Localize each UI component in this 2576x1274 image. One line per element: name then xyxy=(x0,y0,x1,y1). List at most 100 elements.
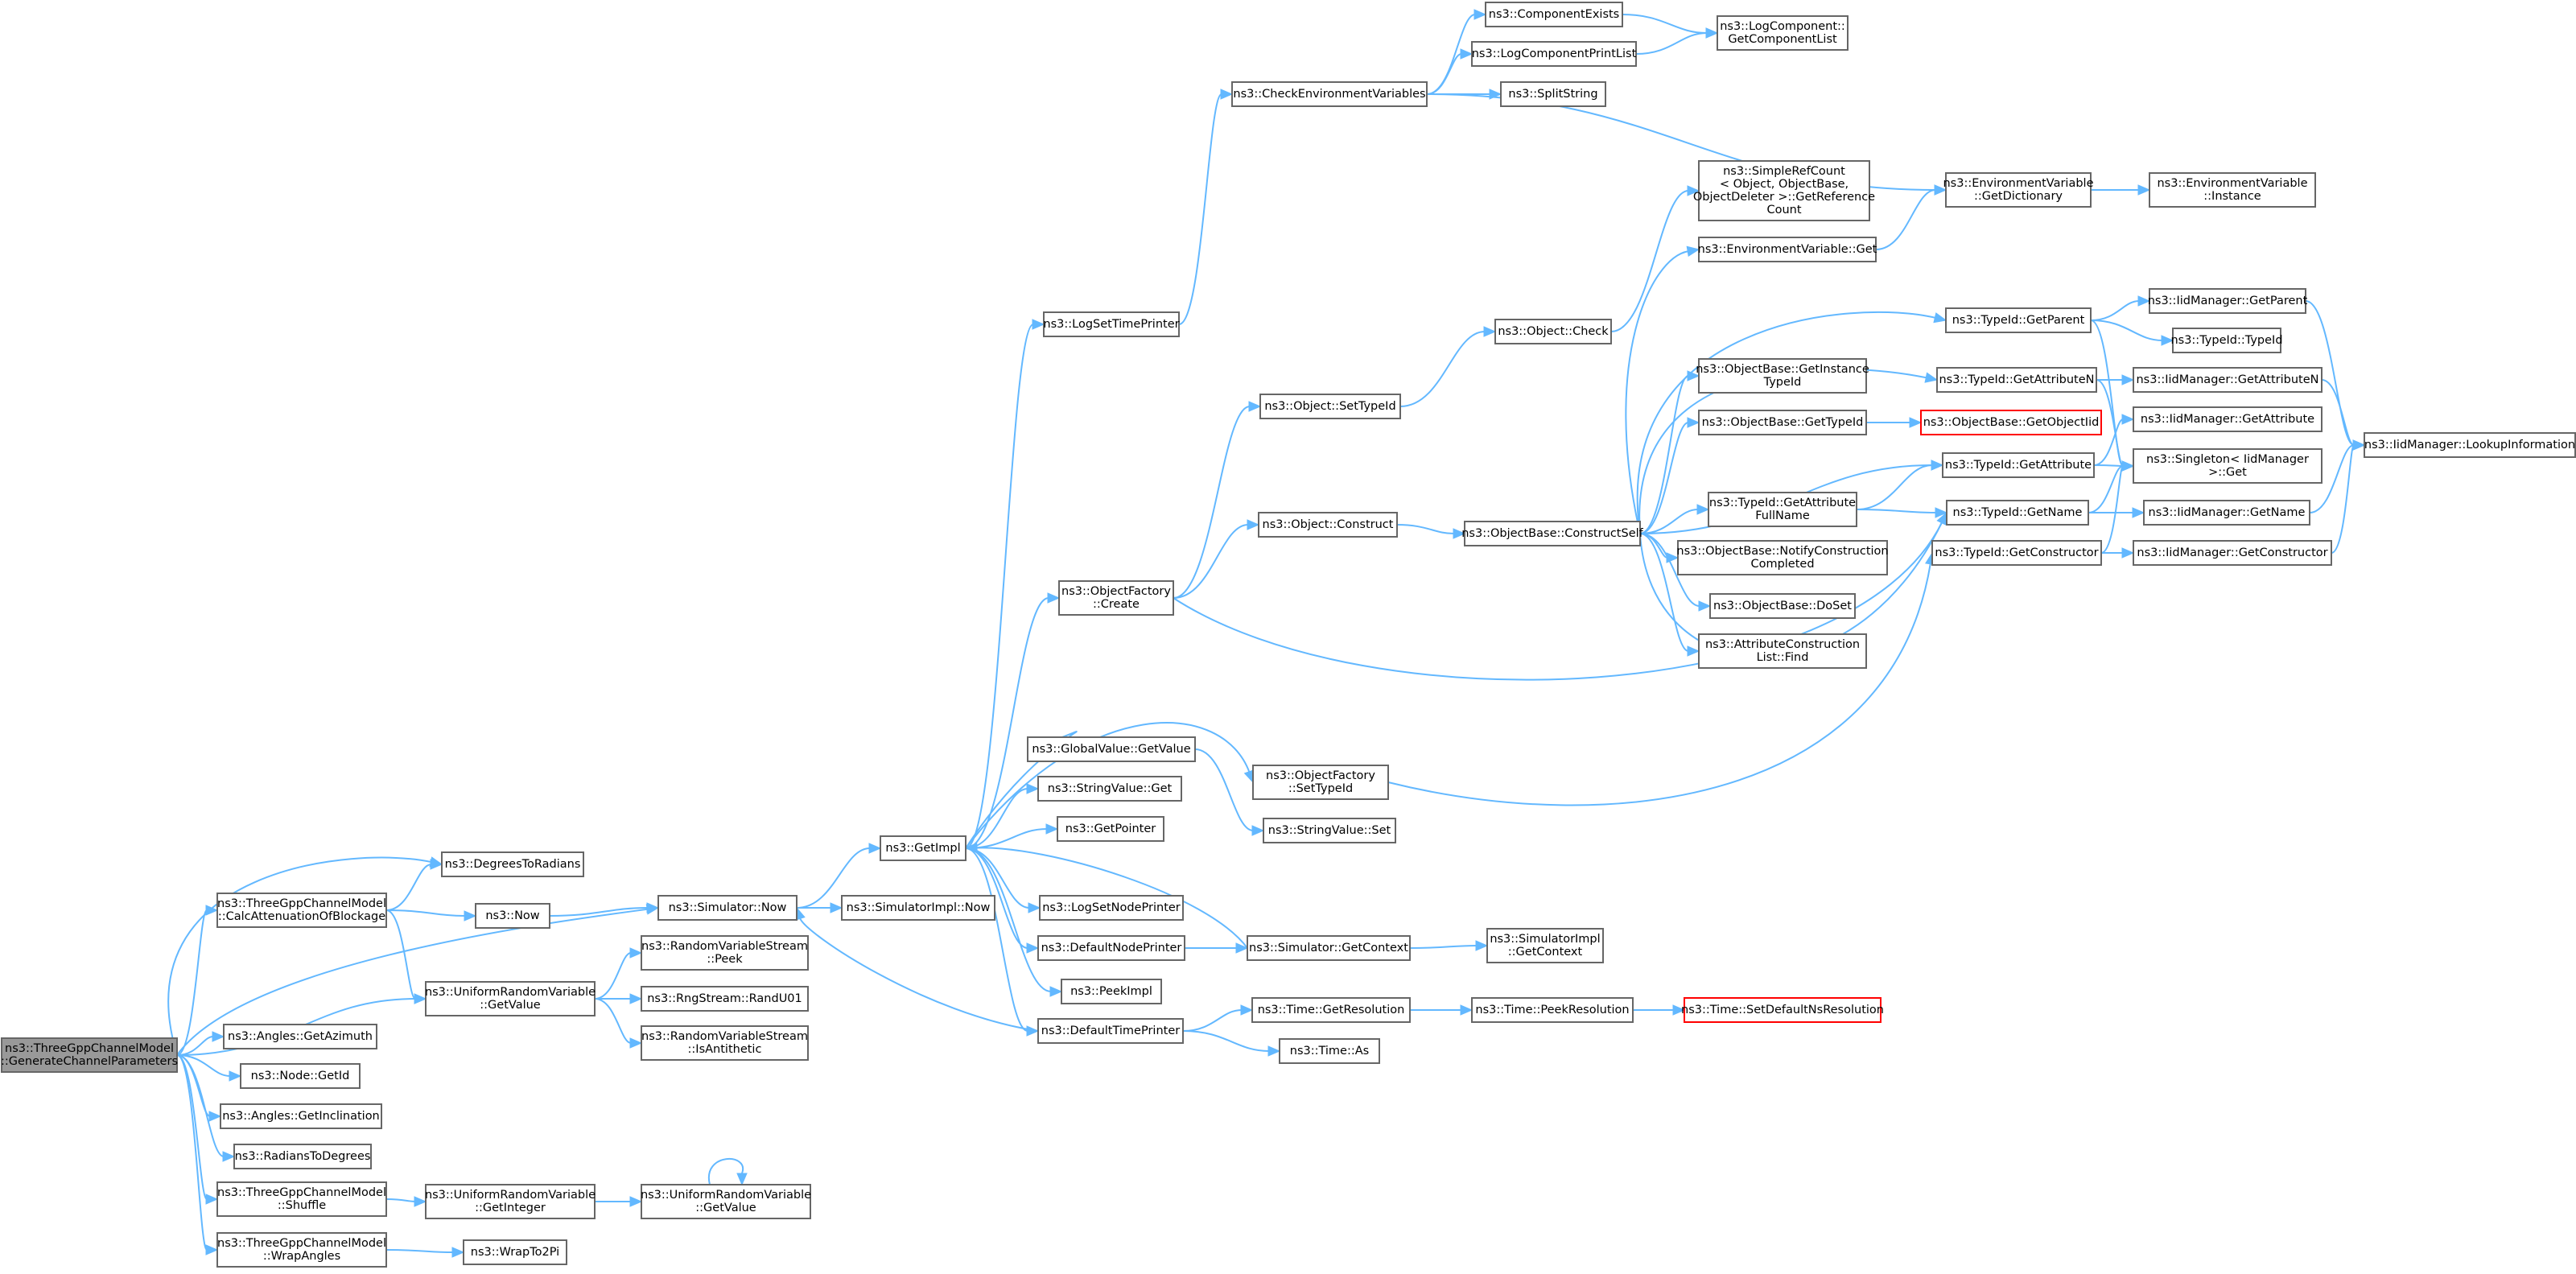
node-urvGetValue2[interactable]: ns3::UniformRandomVariable::GetValue xyxy=(641,1184,811,1219)
node-globalGetValue[interactable]: ns3::GlobalValue::GetValue xyxy=(1027,736,1196,762)
node-defNodePrinter[interactable]: ns3::DefaultNodePrinter xyxy=(1037,935,1185,961)
node-objFactCreate[interactable]: ns3::ObjectFactory::Create xyxy=(1058,580,1174,616)
node-peekImpl[interactable]: ns3::PeekImpl xyxy=(1061,979,1162,1004)
node-strValSet[interactable]: ns3::StringValue::Set xyxy=(1263,818,1396,843)
node-label: ns3::DefaultNodePrinter xyxy=(1041,942,1182,954)
node-constructSelf[interactable]: ns3::ObjectBase::ConstructSelf xyxy=(1461,521,1644,546)
node-nodeGetId[interactable]: ns3::Node::GetId xyxy=(240,1063,361,1089)
node-box xyxy=(1698,160,1870,221)
edge-arrowhead xyxy=(1931,460,1944,471)
node-label: ns3::SimpleRefCount xyxy=(1723,165,1845,178)
node-objSetTypeId[interactable]: ns3::Object::SetTypeId xyxy=(1259,394,1401,419)
node-compExists[interactable]: ns3::ComponentExists xyxy=(1485,2,1623,27)
node-now[interactable]: ns3::Now xyxy=(475,903,550,929)
node-simImplGetCtx[interactable]: ns3::SimulatorImpl::GetContext xyxy=(1486,928,1604,963)
node-box xyxy=(1231,81,1428,107)
node-simNow[interactable]: ns3::Simulator::Now xyxy=(657,895,798,921)
node-logSetNode[interactable]: ns3::LogSetNodePrinter xyxy=(1039,895,1184,921)
node-calcAtt[interactable]: ns3::ThreeGppChannelModel::CalcAttenuati… xyxy=(216,893,387,928)
edge-line xyxy=(385,909,466,917)
node-doSet[interactable]: ns3::ObjectBase::DoSet xyxy=(1709,593,1856,619)
node-getIncl[interactable]: ns3::Angles::GetInclination xyxy=(220,1103,382,1129)
node-tidGetParent[interactable]: ns3::TypeId::GetParent xyxy=(1945,307,2092,333)
node-obGetTypeId[interactable]: ns3::ObjectBase::GetTypeId xyxy=(1698,410,1867,435)
edge-line xyxy=(385,1198,416,1202)
node-label: ns3::TypeId::GetAttribute xyxy=(1709,497,1856,509)
edge-line xyxy=(1639,375,1689,534)
node-label: ns3::IidManager::GetParent xyxy=(2148,295,2308,307)
edge-arrowhead xyxy=(212,1031,225,1042)
node-objConstruct[interactable]: ns3::Object::Construct xyxy=(1258,512,1398,538)
node-isAnti[interactable]: ns3::RandomVariableStream::IsAntithetic xyxy=(641,1025,809,1061)
node-root[interactable]: ns3::ThreeGppChannelModel::GenerateChann… xyxy=(1,1037,178,1073)
edge-objConstruct-to-constructSelf xyxy=(1396,524,1466,539)
node-tidGetName[interactable]: ns3::TypeId::GetName xyxy=(1946,500,2089,526)
node-iidGetCtor[interactable]: ns3::IidManager::GetConstructor xyxy=(2133,540,2332,566)
edge-line xyxy=(1173,524,1249,599)
node-singletonGet[interactable]: ns3::Singleton< IidManager>::Get xyxy=(2133,448,2323,484)
edge-arrowhead xyxy=(1251,825,1265,836)
node-urvGetValue[interactable]: ns3::UniformRandomVariable::GetValue xyxy=(425,981,596,1016)
node-timePeekRes[interactable]: ns3::Time::PeekResolution xyxy=(1471,997,1634,1023)
node-logCompPrint[interactable]: ns3::LogComponentPrintList xyxy=(1471,41,1637,67)
node-lookupInfo[interactable]: ns3::IidManager::LookupInformation xyxy=(2364,432,2576,458)
node-shuffle[interactable]: ns3::ThreeGppChannelModel::Shuffle xyxy=(216,1181,387,1217)
node-label: ns3::Node::GetId xyxy=(251,1070,350,1082)
edge-arrowhead xyxy=(1483,326,1497,337)
node-tidTypeId[interactable]: ns3::TypeId::TypeId xyxy=(2170,328,2283,353)
node-tidGetCtor[interactable]: ns3::TypeId::GetConstructor xyxy=(1931,540,2102,566)
node-envInstance[interactable]: ns3::EnvironmentVariable::Instance xyxy=(2149,172,2316,208)
node-simImplNow[interactable]: ns3::SimulatorImpl::Now xyxy=(841,895,995,921)
node-label: ns3::Now xyxy=(485,909,539,922)
node-iidGetAttrN[interactable]: ns3::IidManager::GetAttributeN xyxy=(2133,367,2323,393)
node-radToDeg[interactable]: ns3::RadiansToDegrees xyxy=(233,1144,372,1169)
node-notifyConstr[interactable]: ns3::ObjectBase::NotifyConstructionCompl… xyxy=(1676,540,1889,575)
node-label: ::GetDictionary xyxy=(1974,190,2063,203)
node-timeAs[interactable]: ns3::Time::As xyxy=(1279,1038,1380,1064)
node-label: ns3::LogComponent:: xyxy=(1720,20,1845,33)
node-checkEnv[interactable]: ns3::CheckEnvironmentVariables xyxy=(1231,81,1428,107)
edge-getImpl-to-peekImpl xyxy=(965,847,1063,997)
node-iidGetName[interactable]: ns3::IidManager::GetName xyxy=(2143,500,2310,526)
node-label: ::GetInteger xyxy=(475,1202,546,1214)
node-wrapAngles[interactable]: ns3::ThreeGppChannelModel::WrapAngles xyxy=(216,1232,387,1268)
node-box xyxy=(1037,1018,1184,1044)
edge-constructSelf-to-obGetTypeId xyxy=(1639,417,1700,534)
node-degToRad[interactable]: ns3::DegreesToRadians xyxy=(441,851,584,877)
node-getImpl[interactable]: ns3::GetImpl xyxy=(880,835,967,861)
node-iidGetAttr[interactable]: ns3::IidManager::GetAttribute xyxy=(2133,406,2323,432)
node-logSetTime[interactable]: ns3::LogSetTimePrinter xyxy=(1043,311,1180,337)
node-rvsPeek[interactable]: ns3::RandomVariableStream::Peek xyxy=(641,935,809,971)
node-splitString[interactable]: ns3::SplitString xyxy=(1500,81,1606,107)
node-label: ns3::EnvironmentVariable xyxy=(1943,177,2093,190)
edge-simNow-to-getImpl xyxy=(796,843,882,909)
node-strValGet[interactable]: ns3::StringValue::Get xyxy=(1037,776,1182,802)
node-objFactSetTid[interactable]: ns3::ObjectFactory::SetTypeId xyxy=(1252,765,1389,800)
node-getPointer[interactable]: ns3::GetPointer xyxy=(1057,816,1164,842)
edge-arrowhead xyxy=(1026,783,1040,794)
node-envGet[interactable]: ns3::EnvironmentVariable::Get xyxy=(1698,237,1877,262)
node-timeGetRes[interactable]: ns3::Time::GetResolution xyxy=(1251,997,1411,1023)
node-objCheck[interactable]: ns3::Object::Check xyxy=(1494,319,1612,344)
edge-line xyxy=(1173,406,1251,599)
node-box xyxy=(475,903,550,929)
node-tidGetAttrN[interactable]: ns3::TypeId::GetAttributeN xyxy=(1936,367,2097,393)
node-urvGetInt[interactable]: ns3::UniformRandomVariable::GetInteger xyxy=(425,1184,596,1219)
node-getAzimuth[interactable]: ns3::Angles::GetAzimuth xyxy=(223,1024,377,1049)
edge-arrowhead xyxy=(2132,507,2145,518)
node-envGetDict[interactable]: ns3::EnvironmentVariable::GetDictionary xyxy=(1943,172,2094,208)
node-simGetContext[interactable]: ns3::Simulator::GetContext xyxy=(1247,935,1411,961)
node-defTimePrinter[interactable]: ns3::DefaultTimePrinter xyxy=(1037,1018,1184,1044)
node-wrapTo2Pi[interactable]: ns3::WrapTo2Pi xyxy=(463,1239,567,1265)
node-randU01[interactable]: ns3::RngStream::RandU01 xyxy=(641,986,809,1012)
node-simpleRef[interactable]: ns3::SimpleRefCount< Object, ObjectBase,… xyxy=(1693,160,1875,221)
node-label: ns3::TypeId::TypeId xyxy=(2170,334,2282,347)
node-getCompList[interactable]: ns3::LogComponent::GetComponentList xyxy=(1717,15,1849,51)
node-iidGetParent[interactable]: ns3::IidManager::GetParent xyxy=(2148,288,2308,314)
node-tidGetAttr[interactable]: ns3::TypeId::GetAttribute xyxy=(1942,452,2095,478)
node-timeSetDefNs[interactable]: ns3::Time::SetDefaultNsResolution xyxy=(1681,997,1884,1023)
node-obGetObjTid[interactable]: ns3::ObjectBase::GetObjectIid xyxy=(1920,410,2102,435)
